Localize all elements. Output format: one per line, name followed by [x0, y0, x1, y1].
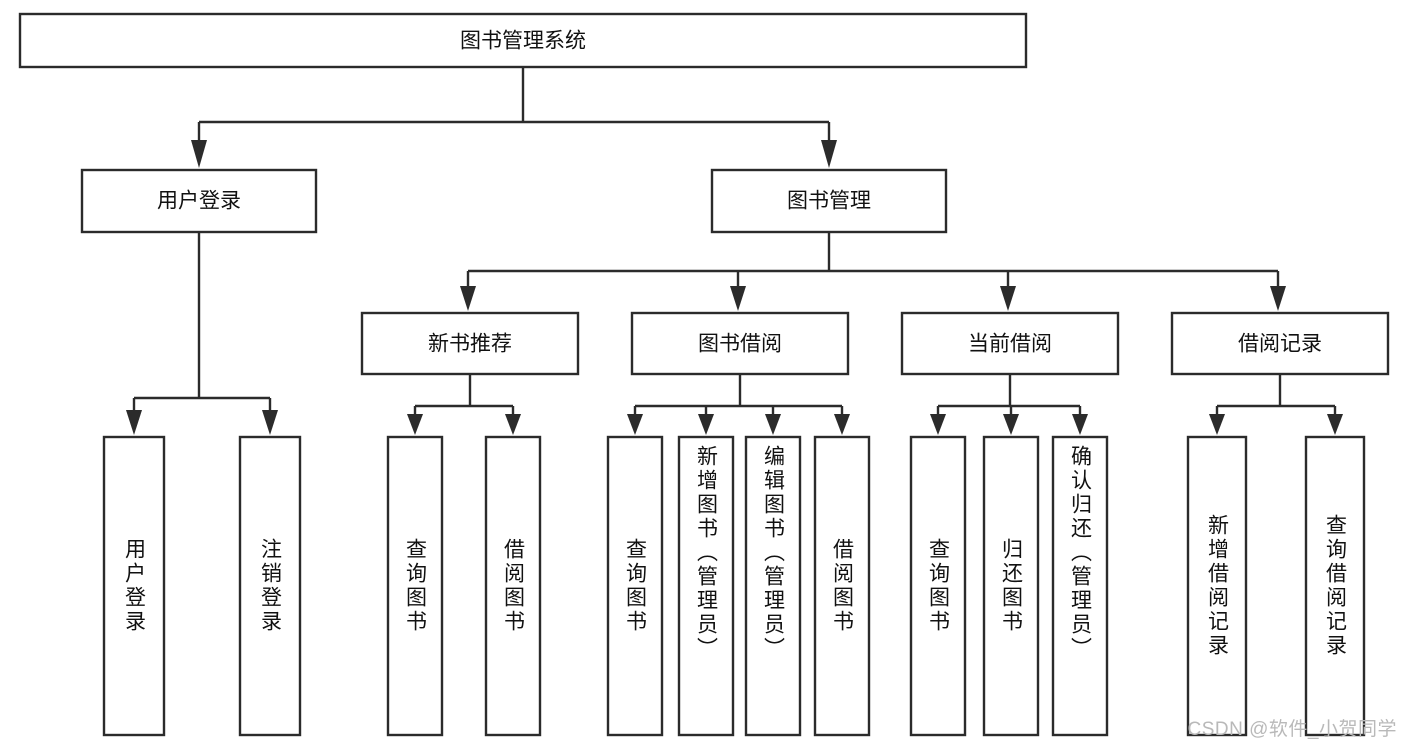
node-user-login-box[interactable] — [80, 168, 318, 234]
node-leaf-add-book-admin-box[interactable] — [677, 435, 735, 737]
arrow-head-leaf-query-book-1 — [407, 414, 423, 435]
node-borrow-record[interactable]: 借阅记录 — [1170, 311, 1390, 376]
node-current-borrow-box[interactable] — [900, 311, 1120, 376]
arrow-head-current-borrow — [1000, 286, 1016, 311]
arrow-head-leaf-return-book — [1003, 414, 1019, 435]
arrow-head-new-book-recommend — [460, 286, 476, 311]
arrow-head-book-borrow — [730, 286, 746, 311]
arrow-head-leaf-user-login — [126, 410, 142, 435]
node-user-login-label: 用户登录 — [157, 190, 241, 213]
arrow-head-leaf-query-borrow-record — [1327, 414, 1343, 435]
node-book-borrow[interactable]: 图书借阅 — [630, 311, 850, 376]
arrow-head-leaf-user-logout — [262, 410, 278, 435]
node-book-manage-box[interactable] — [710, 168, 948, 234]
node-leaf-add-borrow-record-box[interactable] — [1186, 435, 1248, 737]
arrow-head-leaf-add-borrow-record — [1209, 414, 1225, 435]
node-leaf-edit-book-admin-box[interactable] — [744, 435, 802, 737]
arrow-head-book-manage — [821, 140, 837, 168]
arrow-head-leaf-query-book-2 — [627, 414, 643, 435]
arrow-head-leaf-query-book-3 — [930, 414, 946, 435]
node-root-label: 图书管理系统 — [460, 30, 586, 53]
arrow-head-leaf-add-book-admin — [698, 414, 714, 435]
node-user-login[interactable]: 用户登录 — [80, 168, 318, 234]
connector-layer — [126, 67, 1343, 435]
arrow-head-leaf-borrow-book-1 — [505, 414, 521, 435]
node-current-borrow[interactable]: 当前借阅 — [900, 311, 1120, 376]
node-leaf-query-book-1-box[interactable] — [386, 435, 444, 737]
arrow-head-leaf-borrow-book-2 — [834, 414, 850, 435]
arrow-head-leaf-edit-book-admin — [765, 414, 781, 435]
node-new-book-recommend[interactable]: 新书推荐 — [360, 311, 580, 376]
node-new-book-recommend-box[interactable] — [360, 311, 580, 376]
node-leaf-borrow-book-1-box[interactable] — [484, 435, 542, 737]
node-leaf-confirm-return-admin-box[interactable] — [1051, 435, 1109, 737]
node-leaf-query-book-2-box[interactable] — [606, 435, 664, 737]
node-book-manage[interactable]: 图书管理 — [710, 168, 948, 234]
node-root-box[interactable] — [18, 12, 1028, 69]
node-leaf-user-logout-box[interactable] — [238, 435, 302, 737]
node-borrow-record-label: 借阅记录 — [1238, 333, 1322, 356]
arrow-head-leaf-confirm-return-admin — [1072, 414, 1088, 435]
csdn-watermark: CSDN @软件_小贺同学 — [1187, 719, 1397, 740]
arrow-head-user-login — [191, 140, 207, 168]
leaf-box-layer — [102, 435, 1366, 737]
node-leaf-user-login-box[interactable] — [102, 435, 166, 737]
arrow-head-borrow-record — [1270, 286, 1286, 311]
node-borrow-record-box[interactable] — [1170, 311, 1390, 376]
node-leaf-query-borrow-record-box[interactable] — [1304, 435, 1366, 737]
node-leaf-borrow-book-2-box[interactable] — [813, 435, 871, 737]
node-book-borrow-label: 图书借阅 — [698, 333, 782, 356]
node-book-borrow-box[interactable] — [630, 311, 850, 376]
node-current-borrow-label: 当前借阅 — [968, 333, 1052, 356]
node-leaf-return-book-box[interactable] — [982, 435, 1040, 737]
node-new-book-recommend-label: 新书推荐 — [428, 333, 512, 356]
node-root[interactable]: 图书管理系统 — [18, 12, 1028, 69]
node-leaf-query-book-3-box[interactable] — [909, 435, 967, 737]
node-book-manage-label: 图书管理 — [787, 190, 871, 213]
